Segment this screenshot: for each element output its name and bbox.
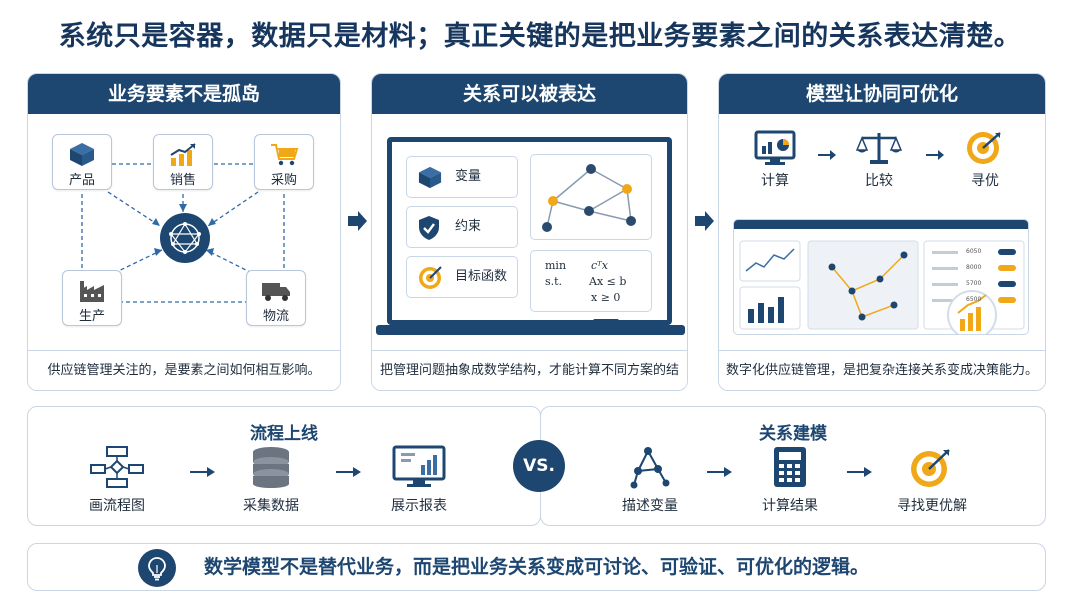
dashboard-content	[739, 240, 1025, 334]
calculator-icon	[774, 447, 806, 487]
panel-optimization: 模型让协同可优化 计算 比较	[718, 73, 1046, 391]
compare-process-online: 流程上线 画流程图 采集	[27, 406, 541, 526]
compare-title: 流程上线	[250, 424, 318, 444]
vs-badge: VS.	[513, 440, 565, 492]
node-logistics: 物流	[246, 270, 306, 326]
step-compute-results: 计算结果	[745, 445, 835, 515]
cube-icon	[418, 166, 442, 189]
formula-objective: cᵀx	[591, 259, 608, 272]
growth-chart-icon	[170, 143, 196, 166]
database-icon	[253, 447, 289, 488]
step-label: 描述变量	[622, 498, 678, 514]
arrow-right-icon	[190, 467, 215, 477]
graph-diagram	[542, 164, 636, 232]
truck-icon	[262, 283, 290, 301]
step-label: 寻找更优解	[897, 498, 967, 514]
dash-value-3: 5700	[966, 280, 982, 287]
arrow-right-icon	[336, 467, 361, 477]
node-production: 生产	[62, 270, 122, 326]
node-sales: 销售	[153, 134, 213, 190]
flow-arrow-icon	[348, 211, 367, 231]
chip-variable: 变量	[406, 156, 518, 198]
arrow-right-icon	[707, 467, 732, 477]
panel-business-elements: 业务要素不是孤岛 产品	[27, 73, 341, 391]
step-show-report: 展示报表	[374, 445, 464, 515]
dashboard-preview: 6050 8000 5700 6500	[733, 219, 1029, 335]
target-icon	[967, 132, 1001, 164]
chip-label: 约束	[455, 219, 482, 234]
node-product: 产品	[52, 134, 112, 190]
chip-objective: 目标函数	[406, 256, 518, 298]
step-find-better-solution: 寻找更优解	[887, 445, 977, 515]
flow-arrow-icon	[695, 211, 714, 231]
node-purchase: 采购	[254, 134, 314, 190]
shield-check-icon	[419, 216, 439, 240]
node-label: 生产	[78, 309, 105, 324]
dash-value-2: 8000	[966, 264, 982, 271]
relation-graph	[530, 154, 652, 240]
chip-label: 目标函数	[455, 269, 508, 284]
shopping-cart-icon	[271, 144, 299, 166]
arrow-right-icon	[847, 467, 872, 477]
formula-st: s.t.	[545, 275, 563, 288]
panel-caption: 数字化供应链管理，是把复杂连接关系变成决策能力。	[719, 350, 1045, 390]
dashboard-header	[734, 220, 1028, 229]
flowchart-icon	[90, 446, 144, 488]
compare-title: 关系建模	[759, 424, 827, 444]
arrow-right-icon	[818, 150, 836, 160]
panel-caption: 把管理问题抽象成数学结构，才能计算不同方案的结果。	[372, 350, 687, 390]
dash-value-4: 6500	[966, 296, 982, 303]
step-label: 采集数据	[243, 498, 299, 514]
node-graph-icon	[630, 447, 670, 489]
panel-relations: 关系可以被表达 变量 约束 目标函数	[371, 73, 688, 391]
cube-icon	[70, 143, 94, 166]
node-label: 产品	[68, 173, 95, 188]
balance-scale-icon	[856, 133, 902, 164]
item-label: 计算	[761, 173, 789, 189]
item-compare: 比较	[849, 130, 909, 190]
arrow-right-icon	[926, 150, 944, 160]
factory-icon	[80, 281, 104, 302]
monitor-report-icon	[392, 445, 446, 487]
whiteboard: 变量 约束 目标函数	[387, 137, 672, 325]
network-hub	[160, 213, 210, 263]
step-label: 计算结果	[762, 498, 818, 514]
formula-constraint-1: Ax ≤ b	[589, 275, 627, 288]
lp-formula: min cᵀx s.t. Ax ≤ b x ≥ 0	[530, 250, 652, 312]
whiteboard-marker	[593, 319, 619, 326]
monitor-chart-icon	[754, 130, 796, 165]
dash-value-1: 6050	[966, 248, 982, 255]
network-icon	[169, 222, 201, 254]
item-label: 比较	[865, 173, 893, 189]
step-collect-data: 采集数据	[226, 445, 316, 515]
chip-constraint: 约束	[406, 206, 518, 248]
lightbulb-icon-badge	[138, 549, 176, 587]
chip-label: 变量	[455, 169, 482, 184]
formula-constraint-2: x ≥ 0	[591, 291, 621, 304]
item-compute: 计算	[745, 130, 805, 190]
page-title: 系统只是容器，数据只是材料；真正关键的是把业务要素之间的关系表达清楚。	[58, 21, 1022, 52]
step-draw-flowchart: 画流程图	[72, 445, 162, 515]
panel-title: 业务要素不是孤岛	[28, 74, 340, 114]
item-label: 寻优	[971, 173, 999, 189]
step-label: 展示报表	[391, 498, 447, 514]
target-icon	[419, 266, 442, 289]
target-icon	[911, 449, 950, 487]
compare-relation-modeling: 关系建模 描述变量 计算结果	[540, 406, 1046, 526]
item-optimize: 寻优	[955, 130, 1015, 190]
lightbulb-icon	[148, 557, 166, 581]
panel-title: 模型让协同可优化	[719, 74, 1045, 114]
node-label: 采购	[270, 173, 297, 188]
panel-caption: 供应链管理关注的，是要素之间如何相互影响。	[28, 350, 340, 390]
step-describe-variables: 描述变量	[605, 445, 695, 515]
footer-banner: 数学模型不是替代业务，而是把业务关系变成可讨论、可验证、可优化的逻辑。	[27, 543, 1046, 591]
whiteboard-tray	[376, 325, 685, 335]
panel-title: 关系可以被表达	[372, 74, 687, 114]
formula-min: min	[545, 259, 567, 272]
footer-text: 数学模型不是替代业务，而是把业务关系变成可讨论、可验证、可优化的逻辑。	[204, 556, 870, 578]
step-label: 画流程图	[89, 498, 145, 514]
node-label: 销售	[169, 173, 196, 188]
node-label: 物流	[262, 309, 289, 324]
